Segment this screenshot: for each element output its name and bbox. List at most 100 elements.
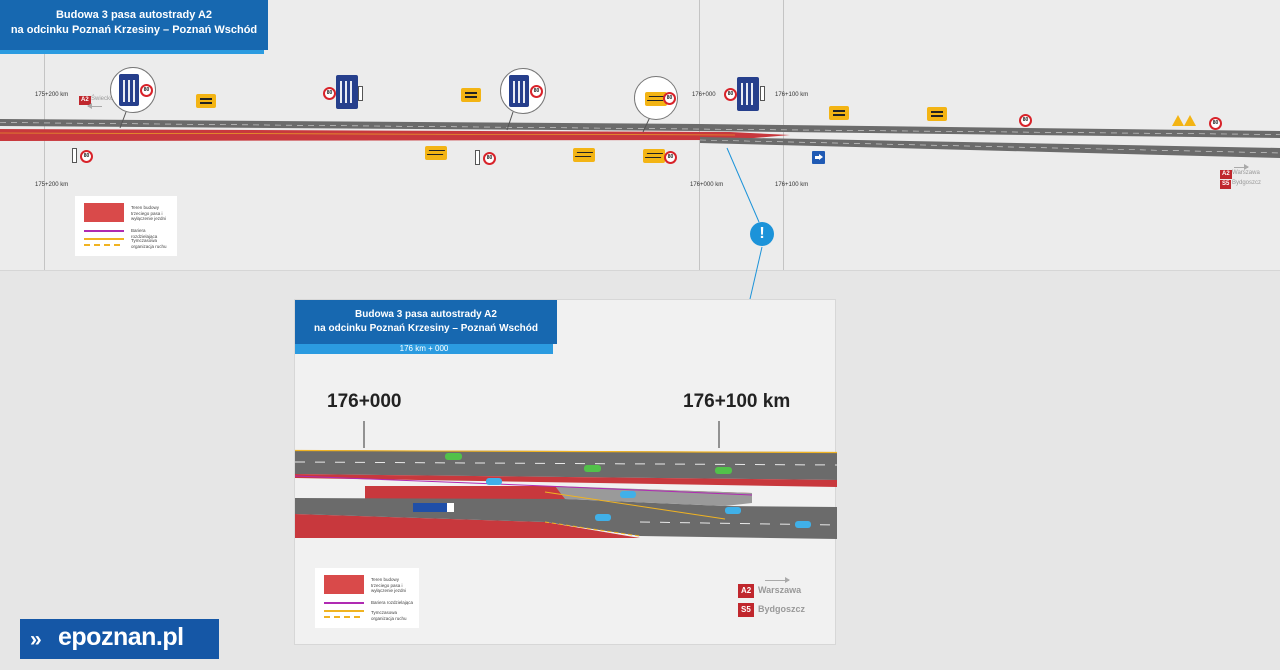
detail-road-closed-grey — [555, 486, 752, 506]
s5-road-tag: S5 — [1220, 180, 1232, 189]
legend-barrier-line — [84, 230, 124, 232]
speed-limit-80-icon: 80 — [323, 87, 336, 100]
page-title-line2: na odcinku Poznań Krzesiny – Poznań Wsch… — [10, 24, 258, 36]
page-title-line1: Budowa 3 pasa autostrady A2 — [55, 9, 213, 21]
detail-title-line1: Budowa 3 pasa autostrady A2 — [355, 309, 497, 320]
detail-city-bydgoszcz: Bydgoszcz — [758, 604, 806, 614]
legend-barrier-label: Bariera rozdzielająca — [131, 228, 158, 239]
a2-road-tag-right: A2 — [1220, 170, 1232, 179]
legend-barrier-line — [324, 602, 364, 604]
detail-upper-edge-line — [294, 449, 838, 454]
callout-leader-top — [726, 147, 760, 223]
legend-temporary-dash — [324, 616, 364, 618]
car-green-3 — [715, 467, 732, 474]
callout-info-icon[interactable]: ! — [750, 222, 774, 246]
detail-km-right: 176+100 km — [683, 391, 791, 412]
detail-temporary-line-a — [544, 491, 726, 520]
detail-temporary-line-b — [544, 521, 641, 537]
detail-km-left: 176+000 — [327, 391, 402, 412]
km-label-175200-bottom: 175+200 km — [35, 182, 69, 188]
legend-temporary-line — [324, 610, 364, 612]
speed-limit-80-icon: 80 — [1019, 114, 1032, 127]
logo-mark-icon: » — [30, 628, 42, 651]
km-label-175200-top: 175+200 km — [35, 92, 69, 98]
page-title-stripe — [0, 50, 264, 54]
detail-s5-tag: S5 — [738, 603, 754, 617]
sign-bubble-3: 80 — [634, 76, 678, 120]
lane-closure-sign-icon — [196, 94, 216, 108]
speed-limit-80-icon: 80 — [483, 152, 496, 165]
speed-limit-80-icon: 80 — [663, 92, 676, 105]
truck-blue — [413, 503, 448, 512]
epoznan-logo[interactable]: » epoznan.pl — [20, 619, 219, 659]
car-cyan-3 — [595, 514, 611, 521]
car-green-1 — [445, 453, 462, 460]
detail-panel: Budowa 3 pasa autostrady A2 na odcinku P… — [294, 299, 838, 645]
detail-title-line2: na odcinku Poznań Krzesiny – Poznań Wsch… — [314, 323, 538, 334]
legend-construction-swatch — [84, 203, 124, 222]
detail-title-banner: Budowa 3 pasa autostrady A2 na odcinku P… — [295, 300, 557, 344]
car-green-2 — [584, 465, 601, 472]
lane-closure-sign-icon — [927, 107, 947, 121]
detail-road-upper — [295, 450, 837, 480]
legend-barrier-label: Bariera rozdzielająca — [371, 600, 414, 605]
detail-barrier-line-b — [544, 485, 753, 496]
a2-road-tag-left: A2 — [79, 96, 91, 105]
lane-closure-sign-icon — [461, 88, 481, 102]
overview-panel: 175+200 km 175+200 km 176+000 176+000 km… — [0, 0, 1280, 300]
warning-sign-icon — [1184, 115, 1196, 126]
construction-zone-overview — [0, 129, 790, 141]
detail-city-warszawa: Warszawa — [758, 585, 802, 595]
car-cyan-2 — [620, 491, 636, 498]
car-cyan-1 — [486, 478, 502, 485]
sign-bubble-1: 80 — [110, 67, 156, 113]
legend-overview: Teren budowy trzeciego pasa i wyłączenie… — [75, 196, 177, 256]
callout-leader-bottom — [749, 246, 763, 300]
km-label-176000-bottom: 176+000 km — [690, 182, 724, 188]
road-lower-carriageway — [700, 137, 1280, 158]
distance-plate-icon — [475, 150, 480, 165]
legend-temporary-label: Tymczasowa organizacja ruchu — [371, 610, 407, 621]
legend-temporary-dash — [84, 244, 124, 246]
temporary-traffic-line-overview — [0, 132, 736, 136]
logo-text: epoznan.pl — [58, 623, 184, 651]
arrow-right-icon — [765, 577, 790, 583]
city-warszawa: Warszawa — [1232, 170, 1260, 176]
bubble-pointer-2 — [506, 111, 514, 131]
lane-shift-sign-icon — [643, 149, 665, 163]
speed-limit-80-icon: 80 — [664, 151, 677, 164]
overview-road-map — [0, 111, 1280, 300]
lane-shift-sign-icon — [645, 92, 667, 106]
lane-shift-sign-icon — [573, 148, 595, 162]
distance-plate-icon — [760, 86, 765, 101]
legend-construction-label: Teren budowy trzeciego pasa i wyłączenie… — [131, 205, 167, 221]
sign-bubble-2: 80 — [500, 68, 546, 114]
road-lower-lane-marking — [699, 139, 1280, 154]
speed-limit-80-icon: 80 — [1209, 117, 1222, 130]
page-title-banner: Budowa 3 pasa autostrady A2 na odcinku P… — [0, 0, 268, 50]
bubble-pointer-3 — [642, 116, 651, 133]
detail-subtitle: 176 km + 000 — [295, 344, 553, 354]
speed-limit-80-icon: 80 — [140, 84, 153, 97]
lane-sign-icon — [119, 74, 139, 106]
lane-sign-icon — [509, 75, 529, 107]
direction-arrow-sign-icon — [812, 151, 825, 164]
km-label-176100-top: 176+100 km — [775, 92, 809, 98]
km-label-176000-top: 176+000 — [692, 92, 716, 98]
legend-construction-label: Teren budowy trzeciego pasa i wyłączenie… — [371, 577, 407, 593]
lane-sign-icon — [737, 77, 759, 111]
legend-temporary-line — [84, 238, 124, 240]
distance-plate-icon — [358, 86, 363, 101]
distance-plate-icon — [72, 148, 77, 163]
detail-construction-upper-strip — [295, 474, 837, 487]
arrow-right-icon — [1234, 164, 1249, 170]
detail-barrier-line-a — [294, 475, 546, 487]
warning-sign-icon — [1172, 115, 1184, 126]
km-label-176100-bottom: 176+100 km — [775, 182, 809, 188]
speed-limit-80-icon: 80 — [724, 88, 737, 101]
bubble-pointer-1 — [119, 111, 127, 129]
car-cyan-4 — [725, 507, 741, 514]
car-cyan-5 — [795, 521, 811, 528]
speed-limit-80-icon: 80 — [530, 85, 543, 98]
city-bydgoszcz: Bydgoszcz — [1232, 180, 1262, 186]
